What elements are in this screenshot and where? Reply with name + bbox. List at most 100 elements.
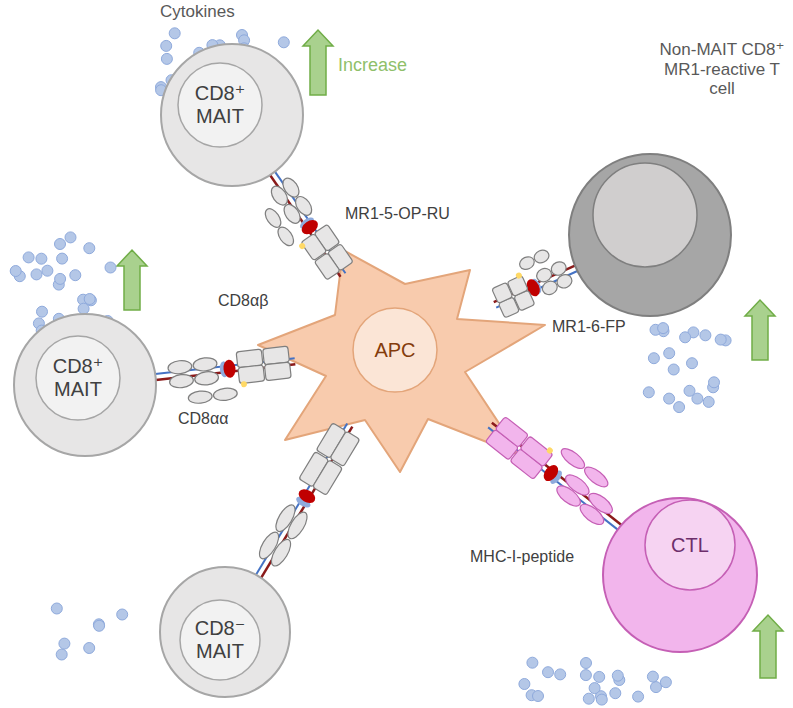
cd8-domain [582, 464, 611, 491]
cytokine-dot [10, 266, 21, 277]
increase-arrow [753, 615, 783, 678]
cytokine-dot [161, 40, 172, 51]
cytokine-dot [687, 358, 698, 369]
cell-label: CD8⁺ MAIT [185, 82, 255, 128]
increase-arrow [117, 250, 147, 310]
cytokine-dot [278, 37, 289, 48]
cytokine-dot [668, 364, 679, 375]
increase-arrow [303, 30, 333, 95]
annotation-label: MR1-5-OP-RU [345, 205, 450, 223]
cd8-contact [546, 446, 554, 454]
tcr-domain [167, 359, 192, 375]
cytokine-dot [651, 682, 662, 693]
tcr-domain [192, 357, 217, 373]
cytokine-dot [543, 667, 554, 678]
cytokine-dot [78, 303, 89, 314]
tcr-domain [268, 536, 295, 568]
cd8-domain [518, 255, 537, 272]
cd8-domain [275, 224, 297, 248]
cytokine-dot [583, 693, 594, 704]
cytokine-dot [658, 323, 669, 334]
cell-nucleus [180, 600, 260, 680]
annotation-label: CD8αβ [218, 292, 268, 310]
receptor-complex [486, 244, 576, 319]
t-cell: CD8⁺ MAIT [13, 313, 157, 457]
cytokine-dot [664, 393, 675, 404]
cytokine-dot [580, 670, 591, 681]
apc-cell: APC [295, 275, 495, 425]
mr1-domain [492, 282, 513, 303]
cytokine-dot [715, 334, 726, 345]
annotation-label: Increase [338, 55, 407, 76]
cytokine-dot [84, 294, 95, 305]
cell-shape [602, 497, 758, 653]
cytokine-dot [709, 377, 720, 388]
cell-shape [568, 153, 732, 317]
mr1-domain [520, 436, 553, 467]
cytokine-dot [610, 688, 621, 699]
cytokine-dot [70, 270, 81, 281]
cytokine-dot [527, 657, 538, 668]
tcr-domain [586, 490, 616, 518]
annotation-label: MHC-I-peptide [470, 548, 574, 566]
cytokine-dot [36, 253, 47, 264]
increase-arrow [745, 300, 775, 360]
cytokine-dot [57, 253, 68, 264]
tcr-domain [284, 509, 311, 541]
cytokine-dot [65, 232, 76, 243]
cytokine-dot [647, 671, 658, 682]
mr1-domain [312, 460, 342, 495]
cell-label: CTL [655, 534, 725, 557]
cytokine-dot [643, 387, 654, 398]
cytokine-dot [648, 353, 659, 364]
cd8-domain [188, 390, 213, 405]
cytokine-dot [117, 609, 128, 620]
cytokine-dot [51, 603, 62, 614]
receptor-complex [167, 346, 293, 406]
cytokine-dot [596, 694, 607, 705]
cytokine-dot [23, 252, 34, 263]
cytokine-dot [533, 691, 544, 702]
cytokine-dot [161, 53, 172, 64]
cytokine-dot [56, 649, 67, 660]
cytokine-dot [680, 332, 691, 343]
cytokine-dot [633, 691, 644, 702]
cell-label: CD8⁻ MAIT [185, 617, 255, 663]
t-cell: Non-MAIT CD8⁺ MR1-reactive T cell [568, 153, 732, 317]
cytokine-dot [94, 620, 105, 631]
apc-star [258, 250, 545, 472]
cytokine-dot [660, 677, 671, 688]
cytokine-dot [664, 348, 675, 359]
cytokine-dot [703, 396, 714, 407]
cell-nucleus [645, 500, 735, 590]
cytokine-dot [55, 239, 66, 250]
cytokine-dot [105, 262, 116, 273]
cell-membrane [603, 498, 757, 652]
cytokine-dot [612, 670, 623, 681]
mr1-domain [314, 253, 340, 280]
cytokine-dot [594, 671, 605, 682]
t-cell: CTL [602, 497, 758, 653]
cytokine-dot [55, 273, 66, 284]
cytokine-dot [519, 679, 530, 690]
cytokine-dot [589, 683, 600, 694]
tcr-chain [256, 423, 347, 574]
cytokine-dot [555, 669, 566, 680]
antigen [223, 359, 237, 378]
antigen [296, 486, 318, 506]
annotation-label: CD8αα [178, 410, 229, 428]
cell-nucleus [36, 336, 120, 420]
cytokine-dot [42, 265, 53, 276]
cytokine-dot [84, 643, 95, 654]
cytokine-dot [684, 385, 695, 396]
receptor-complex [254, 174, 354, 289]
receptor-complex [254, 423, 360, 570]
cell-membrane [161, 44, 303, 186]
annotation-label: MR1-6-FP [552, 318, 626, 336]
cd8-domain [558, 445, 587, 472]
t-cell: CD8⁺ MAIT [160, 43, 304, 187]
mr1-domain [330, 431, 360, 466]
mr1-domain [238, 365, 265, 384]
t-cell: CD8⁻ MAIT [159, 566, 291, 698]
cell-nucleus [593, 163, 697, 267]
